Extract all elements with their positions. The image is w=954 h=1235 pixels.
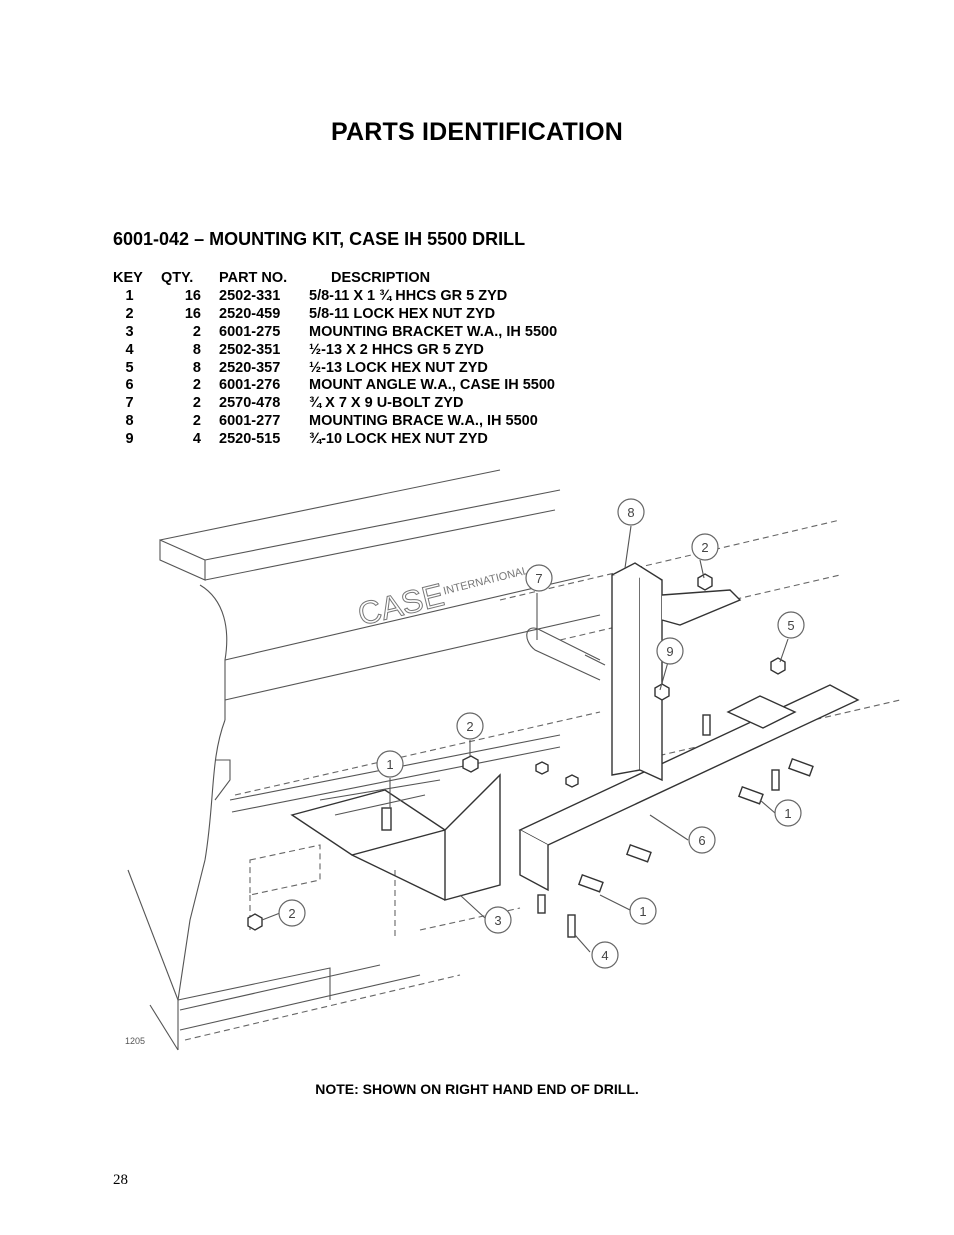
drawing-number: 1205 (125, 1036, 145, 1046)
callout-4: 4 (591, 941, 619, 969)
mount-angle-part (518, 684, 860, 892)
cell-description: 5/8-11 X 1 ¾ HHCS GR 5 ZYD (309, 287, 508, 304)
cell-description: MOUNTING BRACKET W.A., IH 5500 (309, 323, 558, 340)
table-row: 3 2 6001-275 MOUNTING BRACKET W.A., IH 5500 (108, 324, 557, 342)
callout-3: 3 (484, 906, 512, 934)
cell-key: 8 (125, 413, 134, 430)
cell-qty: 2 (192, 413, 201, 430)
cell-key: 5 (125, 359, 134, 376)
cell-part-no: 6001-277 (219, 413, 281, 430)
svg-text:2: 2 (288, 906, 295, 921)
parts-table: KEY QTY. PART NO. DESCRIPTION 1 16 2502-33… (108, 270, 557, 449)
cell-description: ½-13 LOCK HEX NUT ZYD (309, 359, 488, 376)
page-number: 28 (113, 1172, 128, 1188)
brand-lettering: CASE INTERNATIONAL (354, 565, 530, 633)
svg-text:4: 4 (601, 948, 608, 963)
callout-6: 6 (688, 826, 716, 854)
drill-body (127, 469, 901, 1051)
cell-description: MOUNT ANGLE W.A., CASE IH 5500 (309, 377, 555, 394)
cell-part-no: 2570-478 (219, 395, 281, 412)
table-row: 6 2 6001-276 MOUNT ANGLE W.A., CASE IH 5500 (108, 377, 557, 395)
callout-1-right: 1 (774, 799, 802, 827)
cell-key: 4 (125, 341, 134, 358)
callout-2-top: 2 (691, 533, 719, 561)
svg-text:6: 6 (698, 833, 705, 848)
cell-part-no: 6001-276 (219, 377, 281, 394)
callout-2-bottom: 2 (278, 899, 306, 927)
cell-qty: 16 (184, 305, 201, 322)
cell-key: 2 (125, 305, 134, 322)
parts-table-header: KEY QTY. PART NO. DESCRIPTION (108, 270, 557, 288)
cell-qty: 4 (192, 431, 201, 448)
cell-part-no: 2502-331 (219, 287, 281, 304)
callouts: 8 2 7 9 5 2 1 6 1 3 2 1 4 (278, 498, 805, 969)
cell-part-no: 2520-459 (219, 305, 281, 322)
svg-text:5: 5 (787, 618, 794, 633)
cell-key: 1 (125, 287, 134, 304)
cell-description: ¾ X 7 X 9 U-BOLT ZYD (309, 395, 464, 412)
table-row: 2 16 2520-459 5/8-11 LOCK HEX NUT ZYD (108, 306, 557, 324)
cell-qty: 16 (184, 287, 201, 304)
cell-description: ½-13 X 2 HHCS GR 5 ZYD (309, 341, 484, 358)
cell-qty: 2 (192, 323, 201, 340)
callout-5: 5 (777, 611, 805, 639)
hardware (247, 573, 814, 938)
cell-part-no: 2520-357 (219, 359, 281, 376)
callout-2-middle: 2 (456, 712, 484, 740)
svg-text:2: 2 (466, 719, 473, 734)
cell-part-no: 2520-515 (219, 431, 281, 448)
svg-text:1: 1 (639, 904, 646, 919)
cell-qty: 2 (192, 395, 201, 412)
svg-text:3: 3 (494, 913, 501, 928)
table-row: 9 4 2520-515 ¾-10 LOCK HEX NUT ZYD (108, 431, 557, 449)
cell-description: ¾-10 LOCK HEX NUT ZYD (309, 431, 488, 448)
table-row: 8 2 6001-277 MOUNTING BRACE W.A., IH 5500 (108, 413, 557, 431)
mounting-bracket-part (290, 773, 501, 901)
cell-description: MOUNTING BRACE W.A., IH 5500 (309, 413, 538, 430)
kit-heading: 6001-042 – MOUNTING KIT, CASE IH 5500 DR… (113, 229, 526, 249)
cell-key: 9 (125, 431, 134, 448)
svg-text:8: 8 (627, 505, 634, 520)
svg-text:1: 1 (386, 757, 393, 772)
svg-text:7: 7 (535, 571, 542, 586)
callout-1-bottom: 1 (629, 897, 657, 925)
drawing-note: NOTE: SHOWN ON RIGHT HAND END OF DRILL. (315, 1081, 639, 1097)
table-row: 7 2 2570-478 ¾ X 7 X 9 U-BOLT ZYD (108, 395, 557, 413)
mounting-brace-part (611, 562, 742, 782)
cell-qty: 8 (192, 359, 201, 376)
cell-description: 5/8-11 LOCK HEX NUT ZYD (309, 305, 496, 322)
callout-9: 9 (656, 637, 684, 665)
callout-8: 8 (617, 498, 645, 526)
callout-1-left: 1 (376, 750, 404, 778)
svg-text:2: 2 (701, 540, 708, 555)
header-key: KEY (113, 270, 143, 286)
leader-lines (261, 525, 789, 953)
cell-key: 6 (125, 377, 134, 394)
table-row: 1 16 2502-331 5/8-11 X 1 ¾ HHCS GR 5 ZYD (108, 288, 557, 306)
svg-text:9: 9 (666, 644, 673, 659)
table-row: 4 8 2502-351 ½-13 X 2 HHCS GR 5 ZYD (108, 342, 557, 360)
u-bolt-part (526, 627, 606, 681)
cell-part-no: 6001-275 (219, 323, 281, 340)
page-title: PARTS IDENTIFICATION (331, 118, 623, 146)
header-qty: QTY. (161, 270, 194, 286)
cell-qty: 2 (192, 377, 201, 394)
cell-qty: 8 (192, 341, 201, 358)
cell-key: 3 (125, 323, 134, 340)
callout-7: 7 (525, 564, 553, 592)
header-description: DESCRIPTION (331, 270, 431, 286)
cell-key: 7 (125, 395, 134, 412)
svg-text:1: 1 (784, 806, 791, 821)
brand-text: CASE (354, 576, 447, 632)
table-row: 5 8 2520-357 ½-13 LOCK HEX NUT ZYD (108, 360, 557, 378)
cell-part-no: 2502-351 (219, 341, 281, 358)
header-part-no: PART NO. (219, 270, 288, 286)
